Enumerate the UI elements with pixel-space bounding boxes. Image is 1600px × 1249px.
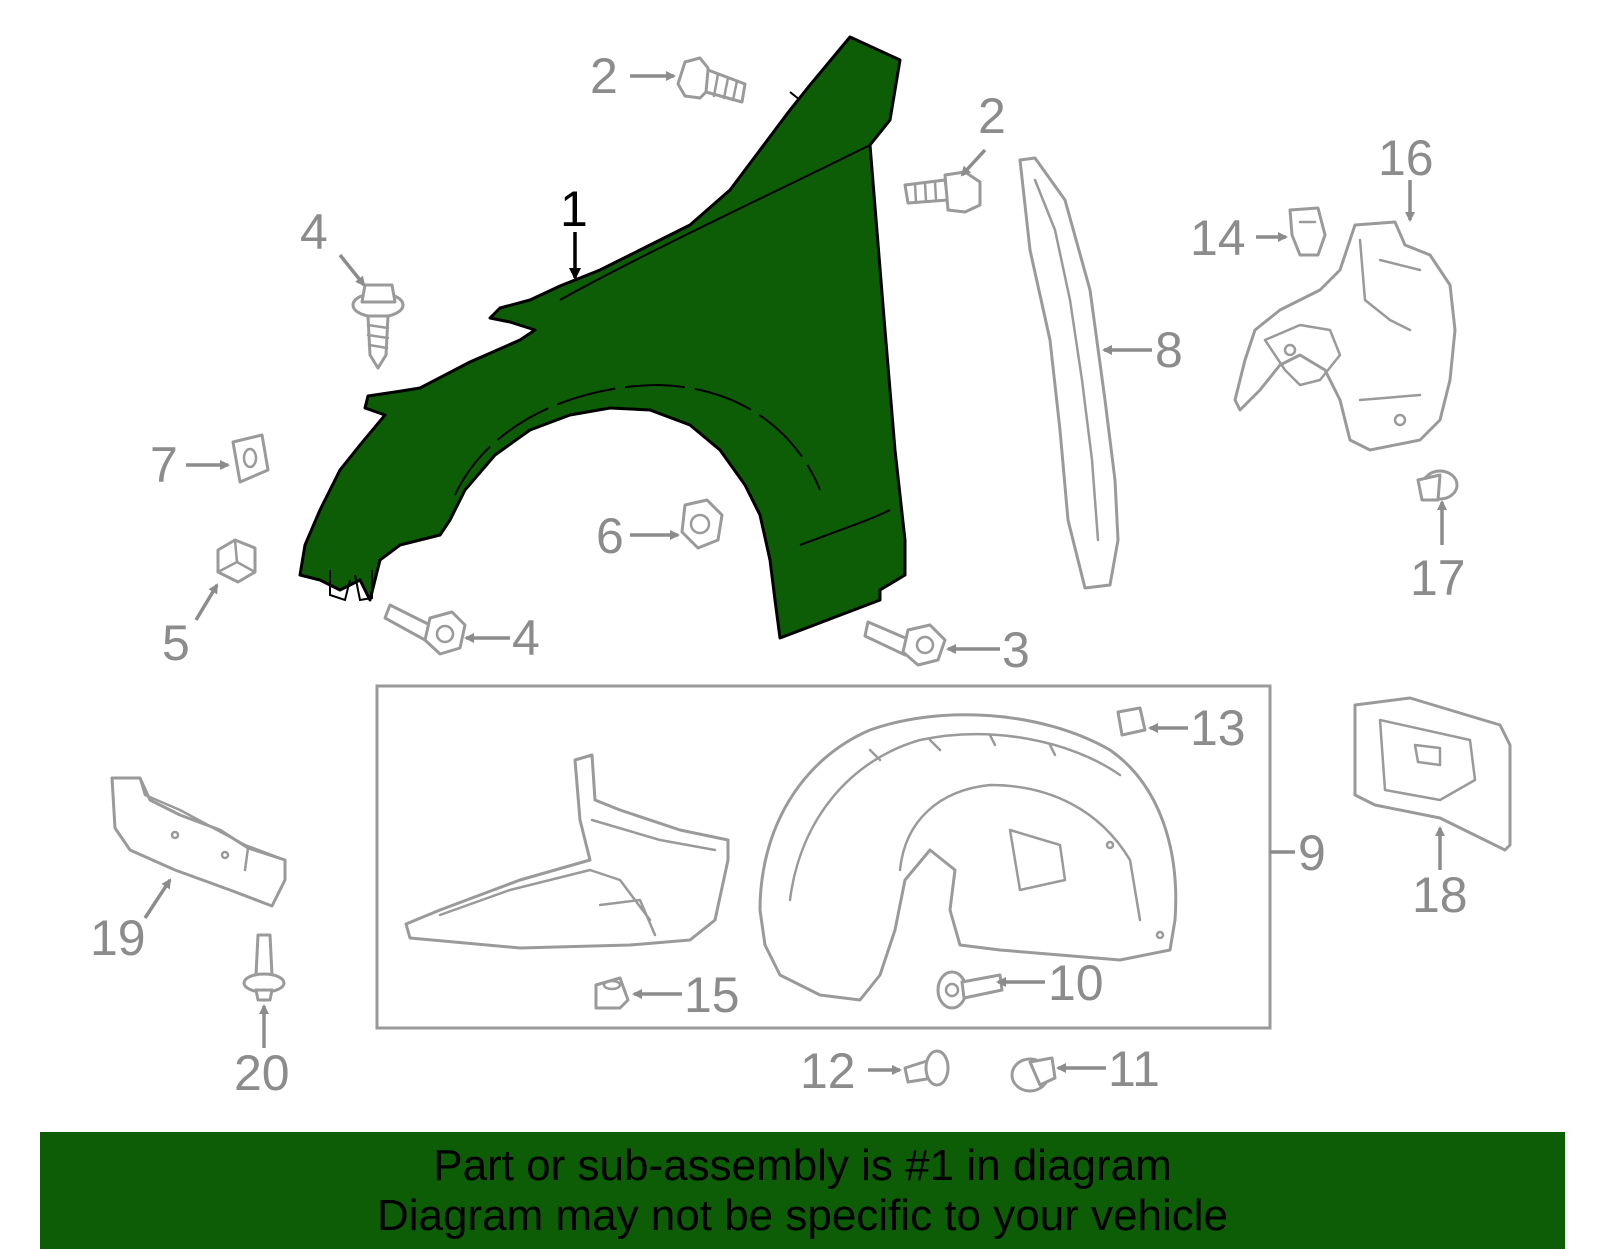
sub-assembly-box-9: [375, 684, 1272, 1030]
nut-part-15[interactable]: [594, 976, 630, 1010]
callout-6: 6: [596, 508, 624, 564]
callout-17: 17: [1410, 550, 1466, 606]
exploded-parts-diagram: 1 2 2 4 4 5 6 7 8 3 9 10 11 12 13 14 15 …: [90, 35, 1512, 1101]
callout-4-upper: 4: [300, 204, 328, 260]
callout-12: 12: [800, 1043, 856, 1099]
callout-19: 19: [90, 910, 146, 966]
bolt-part-2-top[interactable]: [676, 56, 747, 104]
callout-7: 7: [150, 437, 178, 493]
panel-part-18[interactable]: [1353, 696, 1512, 852]
callout-9: 9: [1298, 825, 1326, 881]
callout-1: 1: [560, 181, 588, 237]
callout-4-lower: 4: [512, 610, 540, 666]
bolt-part-2-right[interactable]: [903, 170, 982, 214]
pushpin-part-11[interactable]: [1010, 1056, 1057, 1093]
leader-lines: [143, 71, 1447, 1075]
clip-part-5[interactable]: [216, 538, 257, 584]
callout-2-right: 2: [978, 88, 1006, 144]
callout-11: 11: [1108, 1041, 1160, 1097]
screw-part-10[interactable]: [936, 970, 1004, 1010]
nut-part-6[interactable]: [680, 498, 724, 550]
wheelhouse-liner[interactable]: [758, 713, 1178, 1002]
fender-part-1[interactable]: [298, 35, 907, 640]
pin-part-12[interactable]: [903, 1049, 950, 1087]
seal-part-8[interactable]: [1018, 156, 1120, 590]
bracket-part-16[interactable]: [1233, 220, 1457, 452]
callout-2-top: 2: [590, 48, 618, 104]
callout-20: 20: [234, 1045, 290, 1101]
bolt-part-4-lower[interactable]: [383, 603, 467, 656]
clip-part-7[interactable]: [231, 433, 270, 484]
callout-5: 5: [162, 615, 190, 671]
callout-3: 3: [1002, 622, 1030, 678]
callout-8: 8: [1155, 322, 1183, 378]
callout-16: 16: [1378, 130, 1434, 186]
bracket-part-14[interactable]: [1288, 206, 1327, 257]
callout-10: 10: [1048, 955, 1104, 1011]
liner-part-15-front[interactable]: [404, 753, 730, 950]
bolt-part-20[interactable]: [242, 933, 286, 1002]
notice-line-2: Diagram may not be specific to your vehi…: [376, 1190, 1229, 1240]
callout-13: 13: [1190, 700, 1246, 756]
notice-line-1: Part or sub-assembly is #1 in diagram: [433, 1140, 1172, 1190]
clip-part-13[interactable]: [1116, 706, 1147, 737]
bolt-part-3[interactable]: [863, 620, 947, 667]
callout-15: 15: [684, 967, 740, 1023]
bracket-part-19[interactable]: [110, 776, 287, 908]
callout-14: 14: [1190, 210, 1246, 266]
pushpin-part-17[interactable]: [1416, 469, 1459, 502]
screw-part-4-upper[interactable]: [351, 283, 405, 370]
callout-labels: 1 2 2 4 4 5 6 7 8 3 9 10 11 12 13 14 15 …: [90, 48, 1468, 1101]
diagram-notice-banner: Part or sub-assembly is #1 in diagram Di…: [40, 1132, 1565, 1249]
callout-18: 18: [1412, 867, 1468, 923]
